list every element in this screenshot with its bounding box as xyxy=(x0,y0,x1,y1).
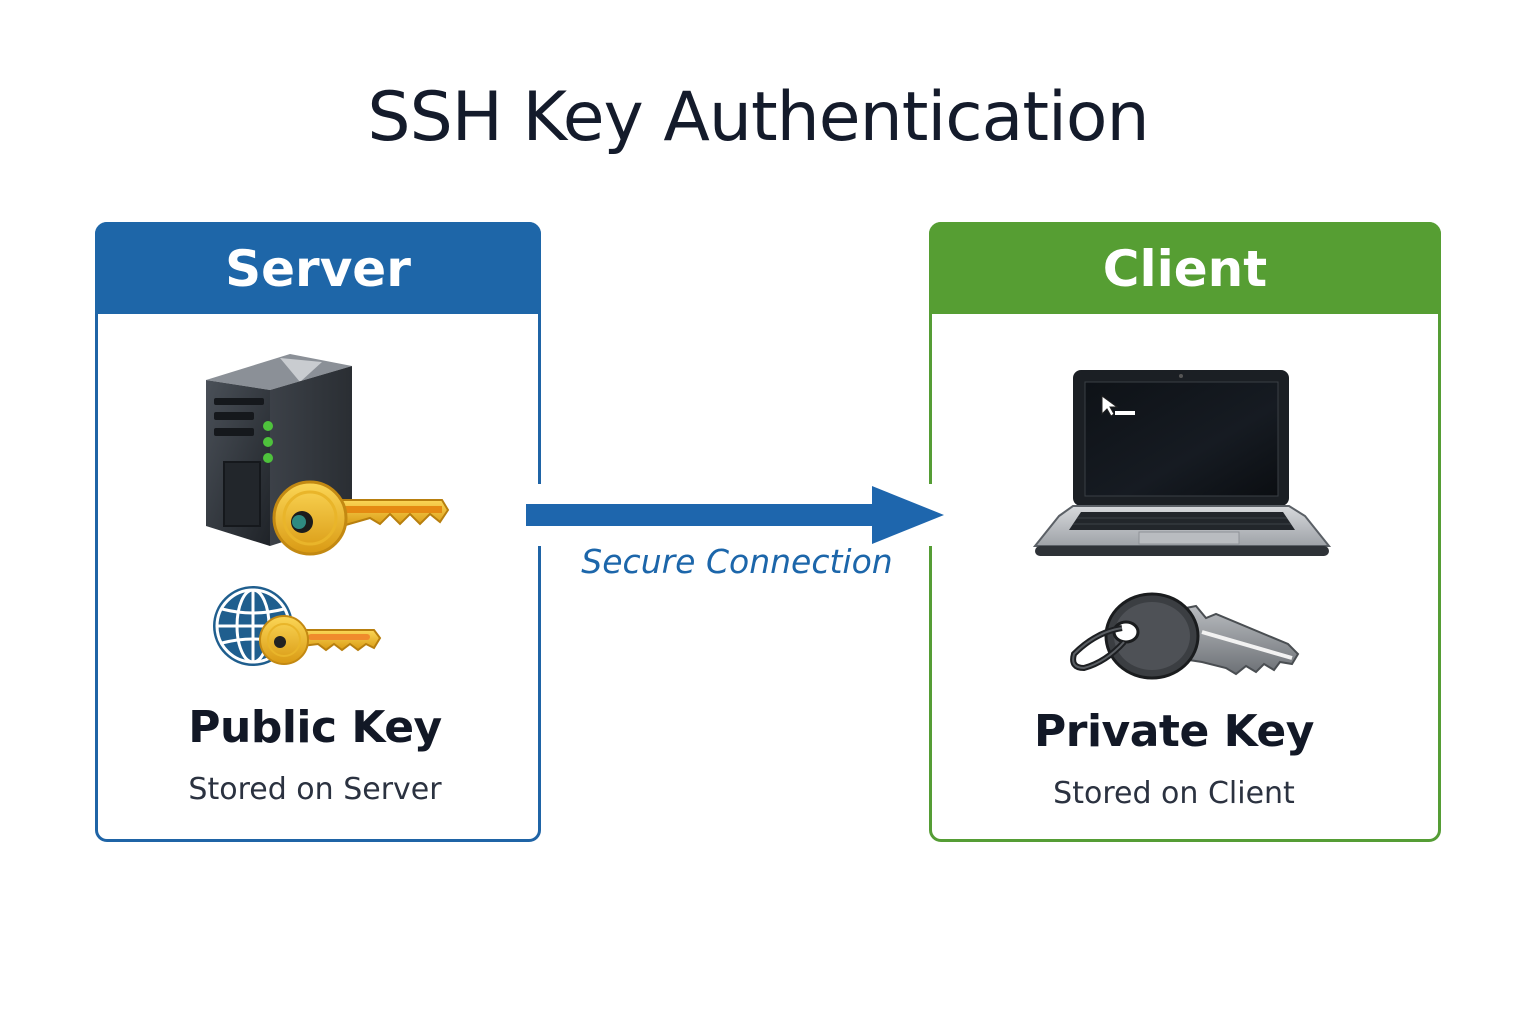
private-key-sublabel: Stored on Client xyxy=(1053,776,1295,811)
server-panel: Server xyxy=(95,222,541,842)
client-header: Client xyxy=(929,222,1441,314)
private-key-label: Private Key xyxy=(1034,706,1314,757)
private-key-icon xyxy=(1070,592,1300,680)
gold-key-small-icon xyxy=(259,615,382,665)
laptop-icon xyxy=(1032,370,1332,556)
secure-connection-arrow xyxy=(526,486,944,544)
public-key-sublabel: Stored on Server xyxy=(188,772,442,807)
gold-key-icon xyxy=(272,480,450,556)
server-header: Server xyxy=(95,222,541,314)
public-key-label: Public Key xyxy=(188,702,442,753)
secure-connection-label: Secure Connection xyxy=(581,542,893,581)
diagram-title: SSH Key Authentication xyxy=(367,78,1149,157)
terminal-prompt-icon xyxy=(1101,395,1135,417)
